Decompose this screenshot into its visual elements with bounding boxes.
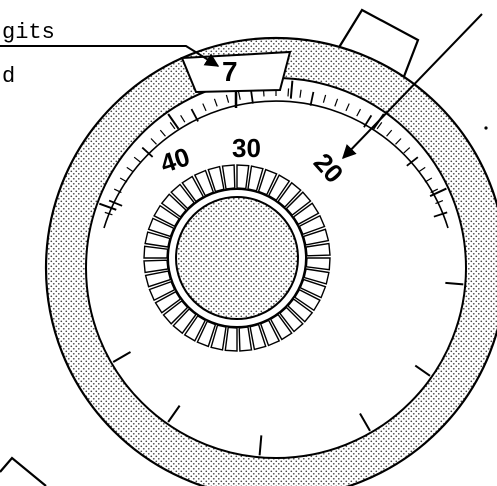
scale-tick (113, 188, 122, 194)
knob-center (175, 196, 299, 320)
dial-number-30: 30 (232, 133, 261, 163)
outer-tick (429, 187, 447, 198)
scale-tick (213, 98, 218, 107)
outer-tick (414, 364, 431, 377)
scale-tick (126, 166, 134, 173)
scale-tick (376, 122, 383, 130)
scale-tick (299, 89, 302, 98)
scale-tick (202, 103, 207, 112)
outer-tick (289, 80, 294, 99)
scale-tick (180, 115, 186, 123)
scale-tick (159, 129, 166, 137)
outer-tick (98, 202, 117, 211)
scale-tick (418, 166, 426, 173)
knob-tooth (224, 326, 238, 352)
outer-tick (359, 412, 371, 432)
scale-tick (430, 188, 439, 194)
scale-tick (225, 94, 230, 103)
scale-tick (334, 98, 339, 107)
scale-arc (103, 100, 449, 229)
outer-tick (167, 113, 180, 130)
outer-tick (445, 281, 464, 286)
window-digit: 7 (222, 56, 238, 87)
scale-tick (237, 91, 241, 100)
scale-tick (395, 138, 402, 145)
scale-tick (104, 211, 113, 216)
scale-tick (119, 177, 128, 183)
label-line-1: gits (2, 20, 55, 45)
scale-tick (435, 200, 444, 205)
outer-tick (258, 435, 263, 456)
label-line-2: d (2, 64, 15, 89)
knob-tooth (305, 257, 331, 271)
stray-dot (484, 126, 488, 130)
scale-tick (424, 177, 433, 183)
scale-leader-arrow (342, 13, 483, 160)
scale-tick (133, 156, 141, 163)
scale-tick (433, 211, 448, 218)
scale-tick (386, 129, 393, 137)
scale-tick-marks (104, 88, 448, 218)
scale-tick (190, 108, 199, 122)
scale-tick (169, 122, 176, 130)
bottom-bezel-fragment (0, 456, 47, 486)
scale-tick (322, 94, 327, 103)
scale-tick (108, 199, 123, 207)
scale-tick (287, 88, 290, 97)
knob-tooth (236, 164, 250, 190)
scale-tick (150, 138, 157, 145)
scale-tick (406, 156, 419, 167)
scale-tick (403, 147, 411, 154)
knob-tooth (143, 245, 169, 259)
scale-tick (345, 103, 350, 112)
scale-tick (309, 91, 315, 106)
window-leader-arrow (0, 45, 220, 67)
scale-tick (141, 146, 154, 158)
outer-tick (112, 351, 132, 363)
scale-tick (356, 108, 362, 117)
outer-tick-marks (98, 80, 464, 456)
outer-tick (167, 405, 181, 423)
scale-tick (250, 89, 254, 104)
scale-tick (363, 114, 373, 128)
